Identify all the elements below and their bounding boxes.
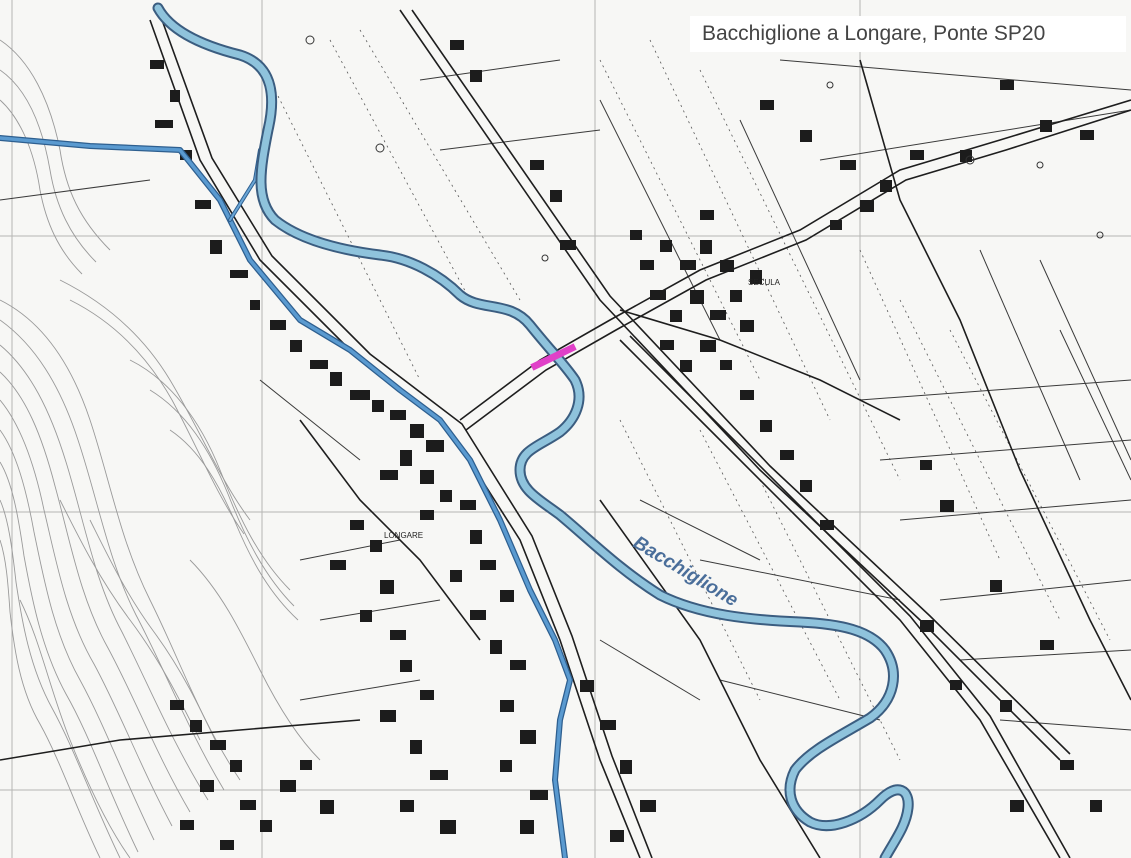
map-symbols: [305, 35, 1104, 262]
parcel-lines: [0, 59, 1131, 731]
town-label-longare: LONGARE: [384, 531, 423, 540]
buildings: [150, 40, 1102, 850]
village-label-secula: SECULA: [748, 278, 781, 287]
contour-lines: [0, 39, 321, 858]
bridge-marker[interactable]: [530, 343, 577, 371]
map-title: Bacchiglione a Longare, Ponte SP20: [690, 16, 1126, 52]
river: [152, 2, 914, 858]
